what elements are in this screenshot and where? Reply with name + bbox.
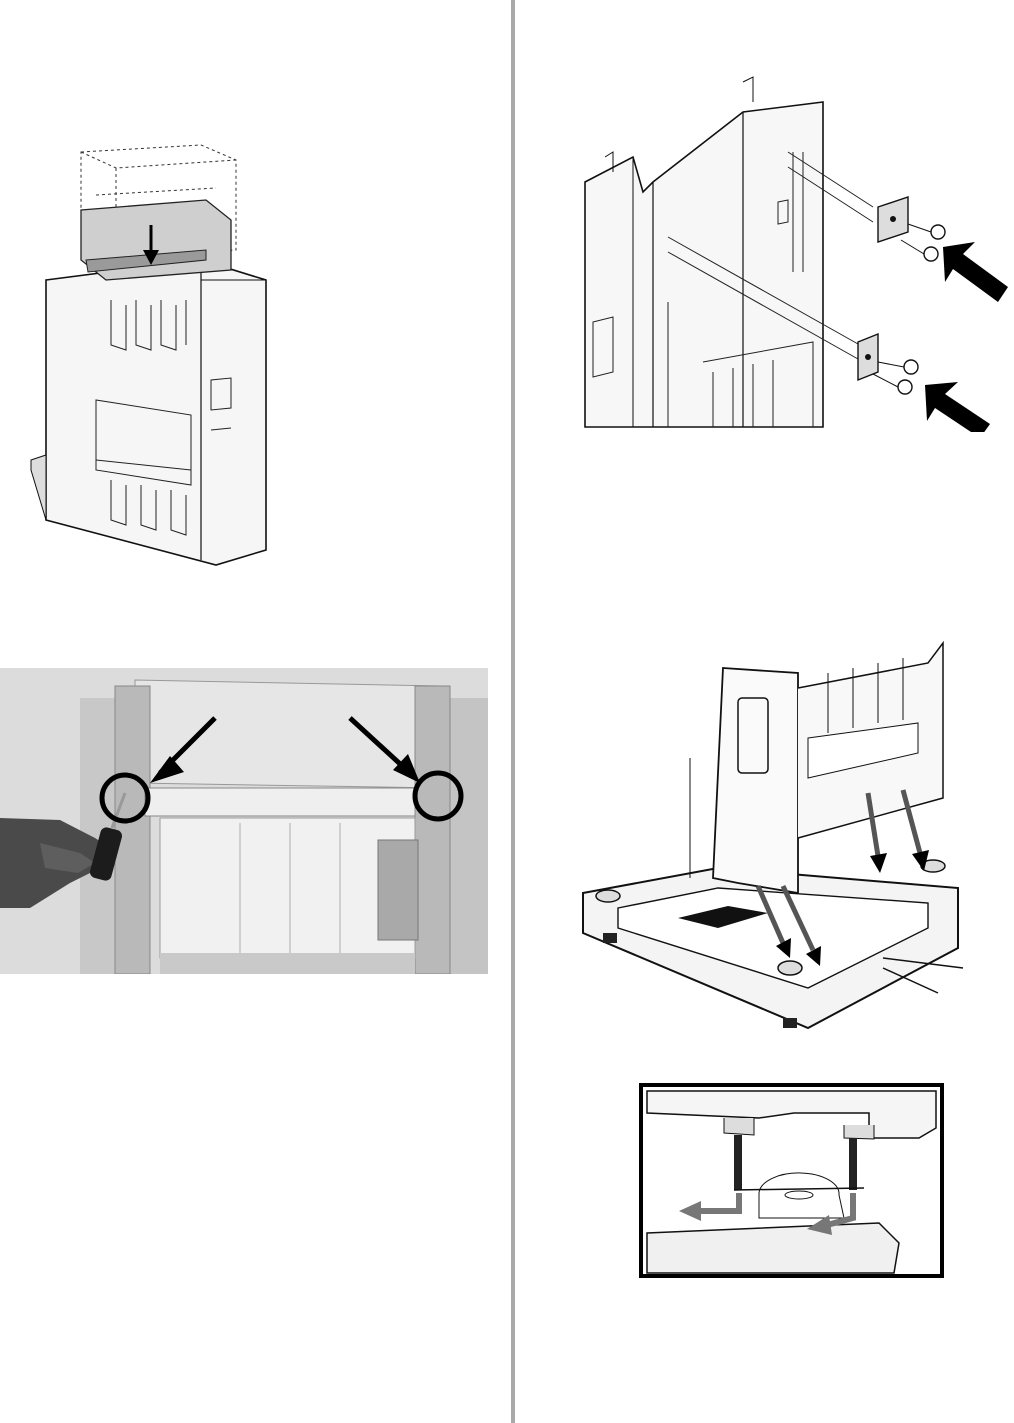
column-divider bbox=[511, 0, 515, 1423]
pin-detail-figure bbox=[639, 1083, 944, 1278]
tray-insert-figure bbox=[26, 140, 276, 580]
screwdriver-photo-figure bbox=[0, 668, 488, 974]
stand-alignment-figure bbox=[578, 628, 968, 1033]
rear-brackets-figure bbox=[583, 72, 1013, 432]
